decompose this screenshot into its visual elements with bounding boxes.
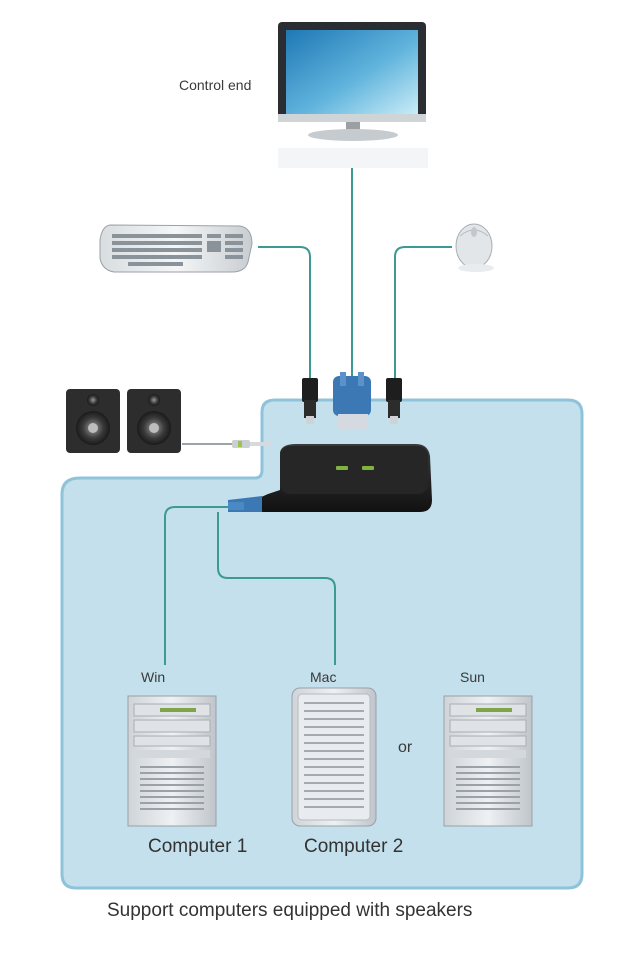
caption: Support computers equipped with speakers (107, 900, 473, 921)
computer-tower-icon (127, 695, 217, 827)
mouse-cable (394, 246, 452, 382)
mac-tower-icon (291, 687, 377, 827)
sun-tower-icon (443, 695, 533, 827)
computer1-cable (164, 506, 240, 665)
computer2-cable (217, 512, 336, 665)
computer2-label: Computer 2 (304, 836, 404, 857)
or-label: or (398, 739, 413, 756)
keyboard-icon (99, 224, 253, 273)
mac-label: Mac (310, 669, 337, 685)
audio-plug-icon (232, 440, 272, 448)
vga-connector (333, 372, 371, 430)
computer1-label: Computer 1 (148, 836, 248, 857)
usb-connector-mouse (386, 378, 402, 424)
monitor-icon (278, 22, 428, 168)
kvm-switch-icon (228, 444, 432, 512)
control-end-label: Control end (179, 77, 252, 93)
cables (164, 168, 452, 665)
speaker-icon (66, 389, 181, 453)
sun-label: Sun (460, 669, 485, 685)
usb-connector-keyboard (302, 378, 318, 424)
win-label: Win (141, 669, 166, 685)
mouse-icon (455, 223, 494, 272)
keyboard-cable (258, 246, 311, 382)
